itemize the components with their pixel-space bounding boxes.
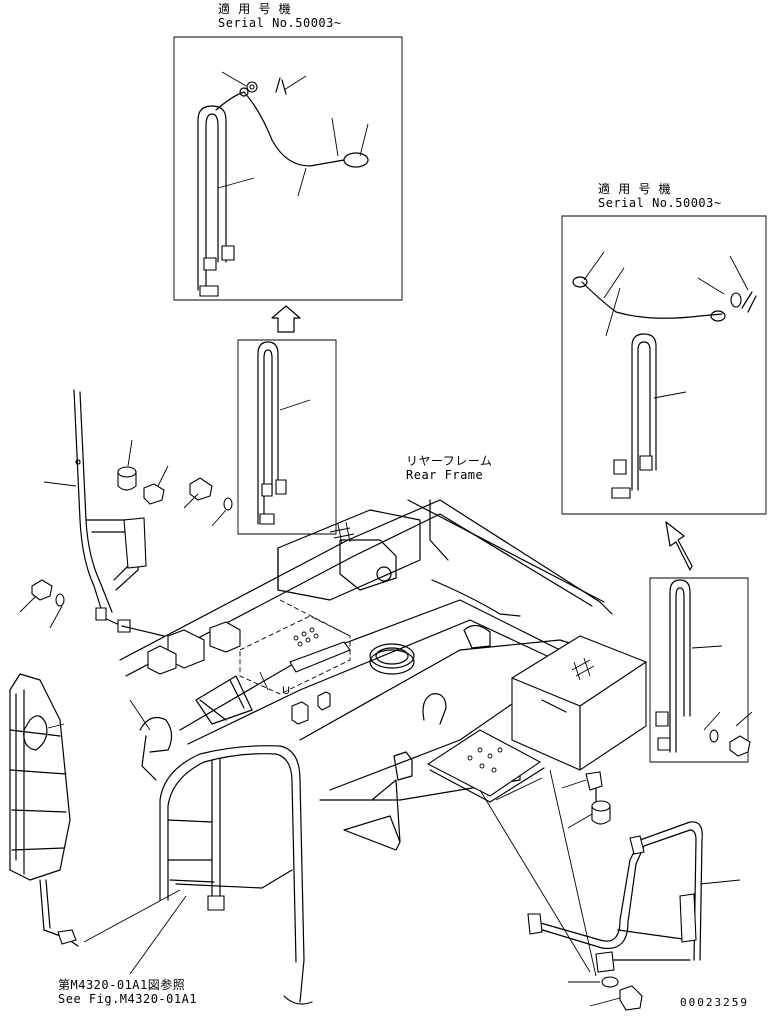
handrail-front — [130, 700, 312, 1004]
inset-right-serial-label: Serial No.50003~ — [598, 196, 722, 210]
arrow-up-top — [272, 306, 300, 332]
inset-right-applicable-label: 適 用 号 機 — [598, 182, 672, 196]
rear-frame — [120, 500, 646, 850]
inset-top-applicable-label: 適 用 号 機 — [218, 2, 292, 16]
inset-box-right — [562, 216, 766, 514]
fasteners-upper-left — [20, 440, 232, 628]
inset-top-serial-label: Serial No.50003~ — [218, 16, 342, 30]
drawing-number: 00023259 — [680, 996, 749, 1009]
inset-box-middle — [238, 340, 336, 534]
handrail-left — [74, 390, 164, 636]
inset-box-top — [174, 37, 402, 300]
rear-frame-en-label: Rear Frame — [406, 468, 484, 482]
fasteners-right — [562, 712, 752, 1010]
leader-lines-main — [84, 672, 596, 976]
handrail-right-lower — [528, 822, 740, 972]
inset-box-right-small — [650, 578, 748, 762]
arrow-up-right — [666, 522, 692, 570]
see-fig-jp-label: 第M4320-01A1図参照 — [58, 978, 186, 992]
ladder-left — [10, 674, 78, 946]
rear-frame-jp-label: リヤーフレーム — [406, 454, 493, 468]
mark-u: U — [282, 685, 290, 697]
see-fig-en-label: See Fig.M4320-01A1 — [58, 992, 198, 1006]
